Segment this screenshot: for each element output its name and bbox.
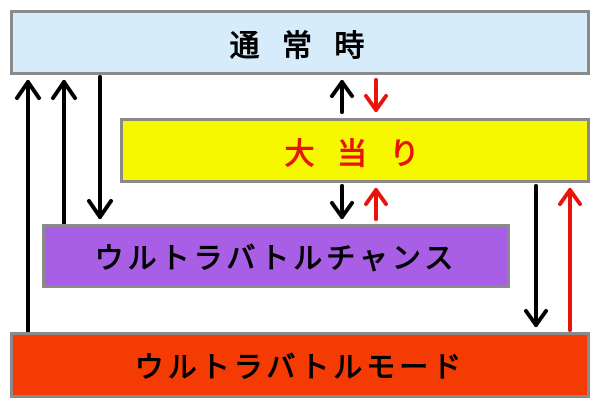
arrow-jackpot-to-chance	[330, 184, 354, 219]
state-box-normal: 通 常 時	[10, 10, 590, 75]
state-box-ultra-battle-mode: ウルトラバトルモード	[10, 332, 590, 398]
arrow-jackpot-to-mode	[524, 184, 548, 327]
state-box-ultra-battle-chance: ウルトラバトルチャンス	[42, 224, 510, 288]
arrow-jackpot-to-normal	[330, 80, 354, 114]
state-label-ultra-battle-mode: ウルトラバトルモード	[134, 350, 466, 384]
state-label-jackpot: 大 当 り	[284, 136, 426, 172]
state-box-jackpot: 大 当 り	[120, 118, 590, 183]
arrow-normal-to-jackpot	[364, 78, 388, 112]
state-label-ultra-battle-chance: ウルトラバトルチャンス	[94, 241, 458, 275]
arrow-chance-to-jackpot	[364, 188, 388, 221]
arrow-normal-to-chance	[87, 75, 113, 219]
state-label-normal: 通 常 時	[229, 28, 371, 64]
arrow-mode-to-normal	[15, 80, 41, 334]
arrow-mode-to-jackpot	[558, 188, 582, 332]
arrow-chance-to-normal	[51, 80, 77, 226]
